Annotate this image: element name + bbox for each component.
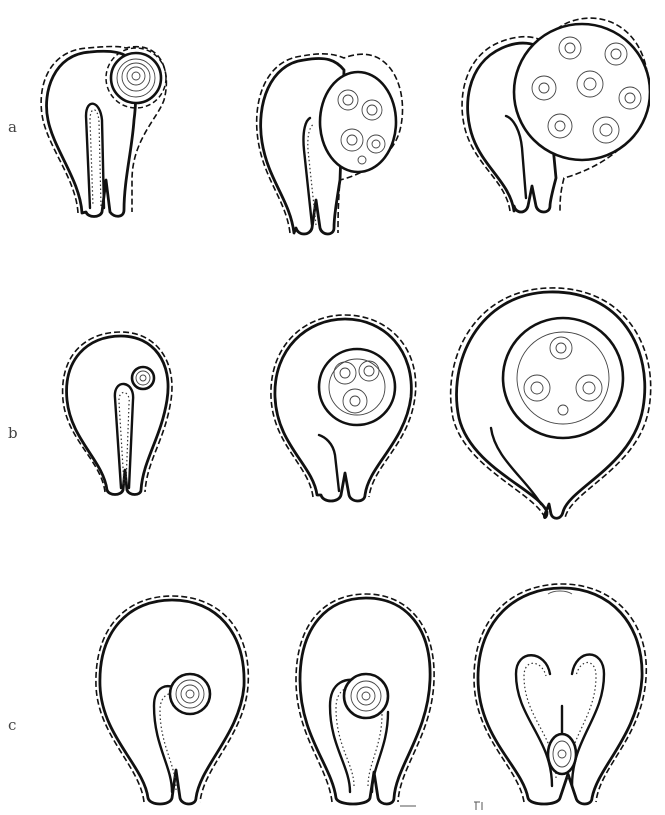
uterine-cavity: [319, 435, 339, 491]
row-label-a: a: [8, 118, 17, 136]
myoma-nodule: [548, 734, 576, 774]
myoma-nodule: [503, 318, 623, 438]
mucosa-line: [90, 110, 101, 206]
uterine-cavity: [303, 118, 312, 225]
stray-mark-2: [398, 800, 428, 810]
myoma-nodule: [514, 24, 650, 160]
myoma-nodule: [319, 349, 395, 425]
stray-ink-mark: [474, 802, 482, 810]
diagram-a2: [240, 30, 410, 240]
top-whorl-mark: [548, 591, 572, 594]
diagram-c1: [88, 586, 258, 808]
diagram-a3: [440, 8, 650, 218]
diagram-b2: [265, 305, 425, 505]
diagram-b3: [445, 278, 655, 523]
uterine-cavity: [491, 428, 541, 504]
uterine-cavity: [86, 104, 104, 208]
stray-mark: [470, 798, 510, 812]
diagram-c3: [468, 578, 653, 810]
diagram-c2: [290, 586, 440, 808]
row-label-c: c: [8, 716, 16, 734]
row-label-b: b: [8, 424, 18, 442]
myoma-nodule: [132, 367, 154, 389]
diagram-a1: [30, 30, 180, 220]
myoma-nodule: [320, 72, 396, 172]
myoma-nodule: [111, 53, 161, 103]
diagram-b1: [55, 320, 185, 500]
